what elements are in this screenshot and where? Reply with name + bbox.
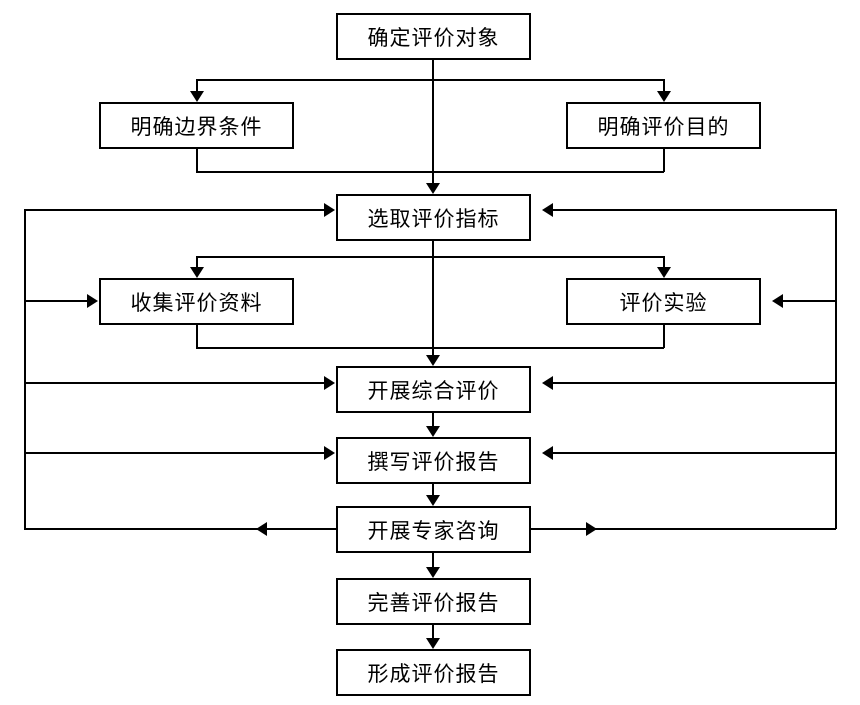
arrow-consult-to-improve [426, 567, 440, 578]
line-bus-to-purpose [663, 79, 665, 91]
line-bus-mid [196, 171, 664, 173]
arrow-left-to-data [87, 294, 98, 308]
line-right-bus-vertical [835, 209, 837, 529]
line-left-to-report [24, 452, 324, 454]
node-label: 评价实验 [619, 291, 708, 315]
line-lowbus-to-evaluation [432, 347, 434, 355]
node-label: 开展专家咨询 [367, 519, 500, 543]
line-consult-left-out [24, 528, 336, 530]
line-bus-low [196, 347, 664, 349]
line-consult-right-out [531, 528, 836, 530]
arrow-midbus-to-indicator [426, 183, 440, 194]
arrow-report-to-consult [426, 495, 440, 506]
node-label: 开展综合评价 [367, 379, 500, 403]
line-purpose-down [663, 149, 665, 172]
arrow-evaluation-to-report [426, 426, 440, 437]
arrow-right-to-indicator [542, 203, 553, 217]
arrow-consult-right-out [586, 522, 597, 536]
arrow-consult-left-out [256, 522, 267, 536]
node-label: 形成评价报告 [367, 662, 500, 686]
node-collect-evaluation-data[interactable]: 收集评价资料 [99, 278, 294, 325]
line-indicator-down-to-bus [432, 241, 434, 257]
line-left-to-evaluation [24, 382, 324, 384]
node-write-evaluation-report[interactable]: 撰写评价报告 [336, 437, 531, 484]
line-right-to-indicator [553, 209, 836, 211]
line-bus-indicator-split [196, 256, 664, 258]
node-improve-evaluation-report[interactable]: 完善评价报告 [336, 578, 531, 625]
node-evaluation-experiment[interactable]: 评价实验 [566, 278, 761, 325]
node-determine-evaluation-target[interactable]: 确定评价对象 [336, 13, 531, 60]
arrow-bus-to-data [190, 267, 204, 278]
arrow-left-to-indicator [324, 203, 335, 217]
line-bus-to-experiment [663, 256, 665, 267]
node-clarify-evaluation-purpose[interactable]: 明确评价目的 [566, 102, 761, 149]
line-bus-to-data [196, 256, 198, 267]
line-target-down-to-bus [432, 60, 434, 80]
arrow-improve-to-final [426, 638, 440, 649]
line-center-indicator-to-lowbus [432, 256, 434, 348]
arrow-right-to-experiment [772, 294, 783, 308]
line-bus-top [196, 79, 664, 81]
arrow-left-to-report [324, 446, 335, 460]
line-experiment-down [663, 325, 665, 348]
arrow-lowbus-to-evaluation [426, 355, 440, 366]
arrow-right-to-report [542, 446, 553, 460]
node-label: 撰写评价报告 [367, 450, 500, 474]
arrow-right-to-evaluation [542, 376, 553, 390]
line-left-to-indicator [24, 209, 324, 211]
node-label: 明确评价目的 [597, 115, 730, 139]
arrow-left-to-evaluation [324, 376, 335, 390]
line-midbus-to-indicator [432, 171, 434, 183]
node-label: 收集评价资料 [130, 291, 263, 315]
line-bus-to-boundary [196, 79, 198, 91]
line-data-down [196, 325, 198, 348]
line-left-to-data [24, 300, 87, 302]
line-right-to-evaluation [553, 382, 836, 384]
line-left-bus-vertical [24, 209, 26, 529]
node-form-evaluation-report[interactable]: 形成评价报告 [336, 649, 531, 696]
line-center-top-to-midbus [432, 79, 434, 172]
node-label: 明确边界条件 [130, 115, 263, 139]
arrow-bus-to-experiment [657, 267, 671, 278]
node-label: 确定评价对象 [367, 26, 500, 50]
line-improve-to-final [432, 625, 434, 638]
arrow-bus-to-purpose [657, 91, 671, 102]
node-clarify-boundary-conditions[interactable]: 明确边界条件 [99, 102, 294, 149]
line-right-to-experiment [783, 300, 836, 302]
line-boundary-down [196, 149, 198, 172]
line-evaluation-to-report [432, 413, 434, 426]
node-select-evaluation-indicators[interactable]: 选取评价指标 [336, 194, 531, 241]
node-conduct-comprehensive-evaluation[interactable]: 开展综合评价 [336, 366, 531, 413]
node-label: 完善评价报告 [367, 591, 500, 615]
line-right-to-report [553, 452, 836, 454]
arrow-bus-to-boundary [190, 91, 204, 102]
node-label: 选取评价指标 [367, 207, 500, 231]
line-report-to-consult [432, 484, 434, 495]
line-consult-to-improve [432, 553, 434, 567]
node-conduct-expert-consultation[interactable]: 开展专家咨询 [336, 506, 531, 553]
